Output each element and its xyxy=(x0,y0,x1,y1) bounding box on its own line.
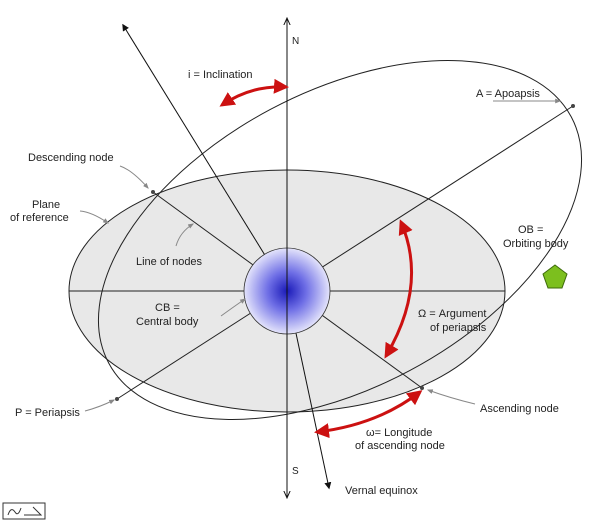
ascending-node-pointer xyxy=(426,389,476,405)
central-body-label-line2: Central body xyxy=(136,316,199,328)
orbiting-body xyxy=(542,264,568,289)
longitude-label-line2: of ascending node xyxy=(355,440,445,452)
apsides-line xyxy=(116,105,574,400)
signature-stamp-icon xyxy=(2,502,46,520)
descending-node-point xyxy=(151,190,155,194)
inclination-label: i = Inclination xyxy=(188,69,253,81)
periapsis-label: P = Periapsis xyxy=(15,407,80,419)
apoapsis-point xyxy=(571,104,575,108)
argument-angle-arrow xyxy=(384,219,414,359)
longitude-angle-arrow xyxy=(314,390,423,439)
periapsis-pointer xyxy=(84,399,116,412)
plane-label-line2: of reference xyxy=(10,212,69,224)
line-of-nodes-label: Line of nodes xyxy=(136,256,203,268)
orbiting-body-label-line2: Orbiting body xyxy=(503,238,569,250)
periapsis-point xyxy=(115,397,119,401)
central-body-pointer xyxy=(220,298,246,317)
descending-node-label: Descending node xyxy=(28,152,114,164)
plane-pointer xyxy=(79,210,109,224)
plane-label-line1: Plane xyxy=(32,199,60,211)
south-label: S xyxy=(292,466,299,477)
argument-label-line2: of periapsis xyxy=(430,322,487,334)
central-body-label-line1: CB = xyxy=(155,302,180,314)
longitude-label-line1: ω= Longitude xyxy=(366,427,432,439)
argument-label-line1: Ω = Argument xyxy=(418,308,486,320)
ascending-node-label: Ascending node xyxy=(480,403,559,415)
orbit-path xyxy=(97,60,583,420)
apoapsis-label: A = Apoapsis xyxy=(476,88,540,100)
inclination-angle-arrow xyxy=(219,78,289,107)
orbiting-body-label-line1: OB = xyxy=(518,224,543,236)
descending-node-pointer xyxy=(119,165,149,189)
vernal-equinox-label: Vernal equinox xyxy=(345,485,418,497)
north-label: N xyxy=(292,36,299,47)
orbit-normal-axis xyxy=(122,23,288,292)
line-of-nodes-pointer xyxy=(175,223,195,247)
ascending-node-point xyxy=(420,386,424,390)
